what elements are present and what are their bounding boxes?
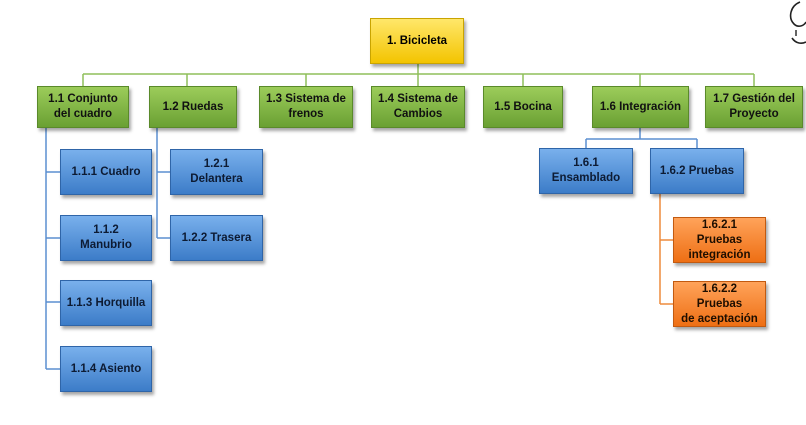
node-1-3: 1.3 Sistema de frenos bbox=[259, 86, 353, 128]
node-label: 1.6.2.1 Pruebas integración bbox=[688, 218, 751, 261]
node-1-6-2-1: 1.6.2.1 Pruebas integración bbox=[673, 217, 766, 263]
node-label: 1.1.3 Horquilla bbox=[66, 296, 146, 309]
node-1-6-1: 1.6.1 Ensamblado bbox=[539, 148, 633, 194]
node-1-7: 1.7 Gestión del Proyecto bbox=[705, 86, 803, 128]
node-label: 1. Bicicleta bbox=[386, 34, 448, 47]
node-1-2-2: 1.2.2 Trasera bbox=[170, 215, 263, 261]
node-1-1-4: 1.1.4 Asiento bbox=[60, 346, 152, 392]
node-label: 1.2.1 Delantera bbox=[190, 158, 243, 185]
node-root: 1. Bicicleta bbox=[370, 18, 464, 64]
node-1-6: 1.6 Integración bbox=[592, 86, 689, 128]
node-1-5: 1.5 Bocina bbox=[483, 86, 563, 128]
node-label: 1.1.2 Manubrio bbox=[80, 224, 132, 251]
node-1-1-2: 1.1.2 Manubrio bbox=[60, 215, 152, 261]
node-label: 1.3 Sistema de frenos bbox=[266, 93, 346, 120]
node-1-1: 1.1 Conjunto del cuadro bbox=[37, 86, 129, 128]
node-label: 1.2.2 Trasera bbox=[181, 231, 252, 244]
node-label: 1.6 Integración bbox=[599, 100, 682, 113]
node-label: 1.6.1 Ensamblado bbox=[551, 157, 621, 184]
node-label: 1.1.4 Asiento bbox=[70, 362, 142, 375]
node-label: 1.6.2.2 Pruebas de aceptación bbox=[681, 282, 758, 325]
node-label: 1.1 Conjunto del cuadro bbox=[48, 93, 118, 120]
doodle-icon bbox=[789, 1, 806, 44]
node-1-6-2: 1.6.2 Pruebas bbox=[650, 148, 744, 194]
node-1-2-1: 1.2.1 Delantera bbox=[170, 149, 263, 195]
node-label: 1.5 Bocina bbox=[494, 100, 552, 113]
node-1-2: 1.2 Ruedas bbox=[149, 86, 237, 128]
node-label: 1.1.1 Cuadro bbox=[71, 165, 141, 178]
node-label: 1.2 Ruedas bbox=[162, 100, 224, 113]
node-1-6-2-2: 1.6.2.2 Pruebas de aceptación bbox=[673, 281, 766, 327]
node-label: 1.6.2 Pruebas bbox=[659, 164, 735, 177]
node-1-1-1: 1.1.1 Cuadro bbox=[60, 149, 152, 195]
node-1-1-3: 1.1.3 Horquilla bbox=[60, 280, 152, 326]
node-label: 1.4 Sistema de Cambios bbox=[378, 93, 458, 120]
node-1-4: 1.4 Sistema de Cambios bbox=[371, 86, 465, 128]
node-label: 1.7 Gestión del Proyecto bbox=[713, 93, 795, 120]
